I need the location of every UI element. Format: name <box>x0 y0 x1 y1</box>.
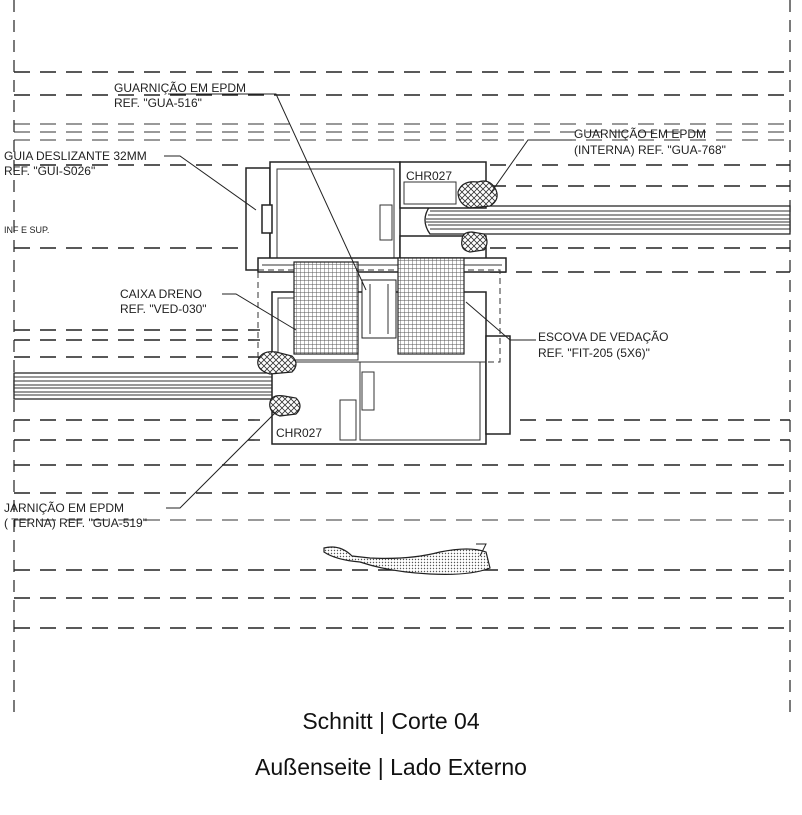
label-gui-line2: REF. "GUI-S026" <box>4 164 95 178</box>
label-gua768-line1: GUARNIÇÃO EM EPDM <box>574 127 706 141</box>
label-gua516-line1: GUARNIÇÃO EM EPDM <box>114 81 246 95</box>
brush-seals <box>293 257 465 355</box>
label-gui-line1: GUIA DESLIZANTE 32MM <box>4 149 147 163</box>
label-chr-bottom: CHR027 <box>276 426 322 440</box>
label-chr-top: CHR027 <box>406 169 452 183</box>
epdm-gaskets <box>257 180 498 417</box>
label-ved-line2: REF. "VED-030" <box>120 302 207 316</box>
label-gua516-line2: REF. "GUA-516" <box>114 96 202 110</box>
leader-lines <box>164 93 572 509</box>
section-title: Schnitt | Corte 04 <box>302 708 479 734</box>
label-inf-sup: INF E SUP. <box>4 225 49 235</box>
label-ved-line1: CAIXA DRENO <box>120 287 202 301</box>
label-gua768-line2: (INTERNA) REF. "GUA-768" <box>574 143 726 157</box>
hidden-lines <box>14 71 790 629</box>
side-title: Außenseite | Lado Externo <box>255 754 527 780</box>
upper-glass-panel <box>424 205 791 235</box>
gasket-detail <box>323 543 491 575</box>
label-fit-line1: ESCOVA DE VEDAÇÃO <box>538 330 668 344</box>
boundary-lines <box>13 0 791 720</box>
label-gua519-line1: JARNIÇÃO EM EPDM <box>4 501 124 515</box>
label-fit-line2: REF. "FIT-205 (5X6)" <box>538 346 650 360</box>
label-gua519-line2: ( TERNA) REF. "GUA-519" <box>4 516 147 530</box>
